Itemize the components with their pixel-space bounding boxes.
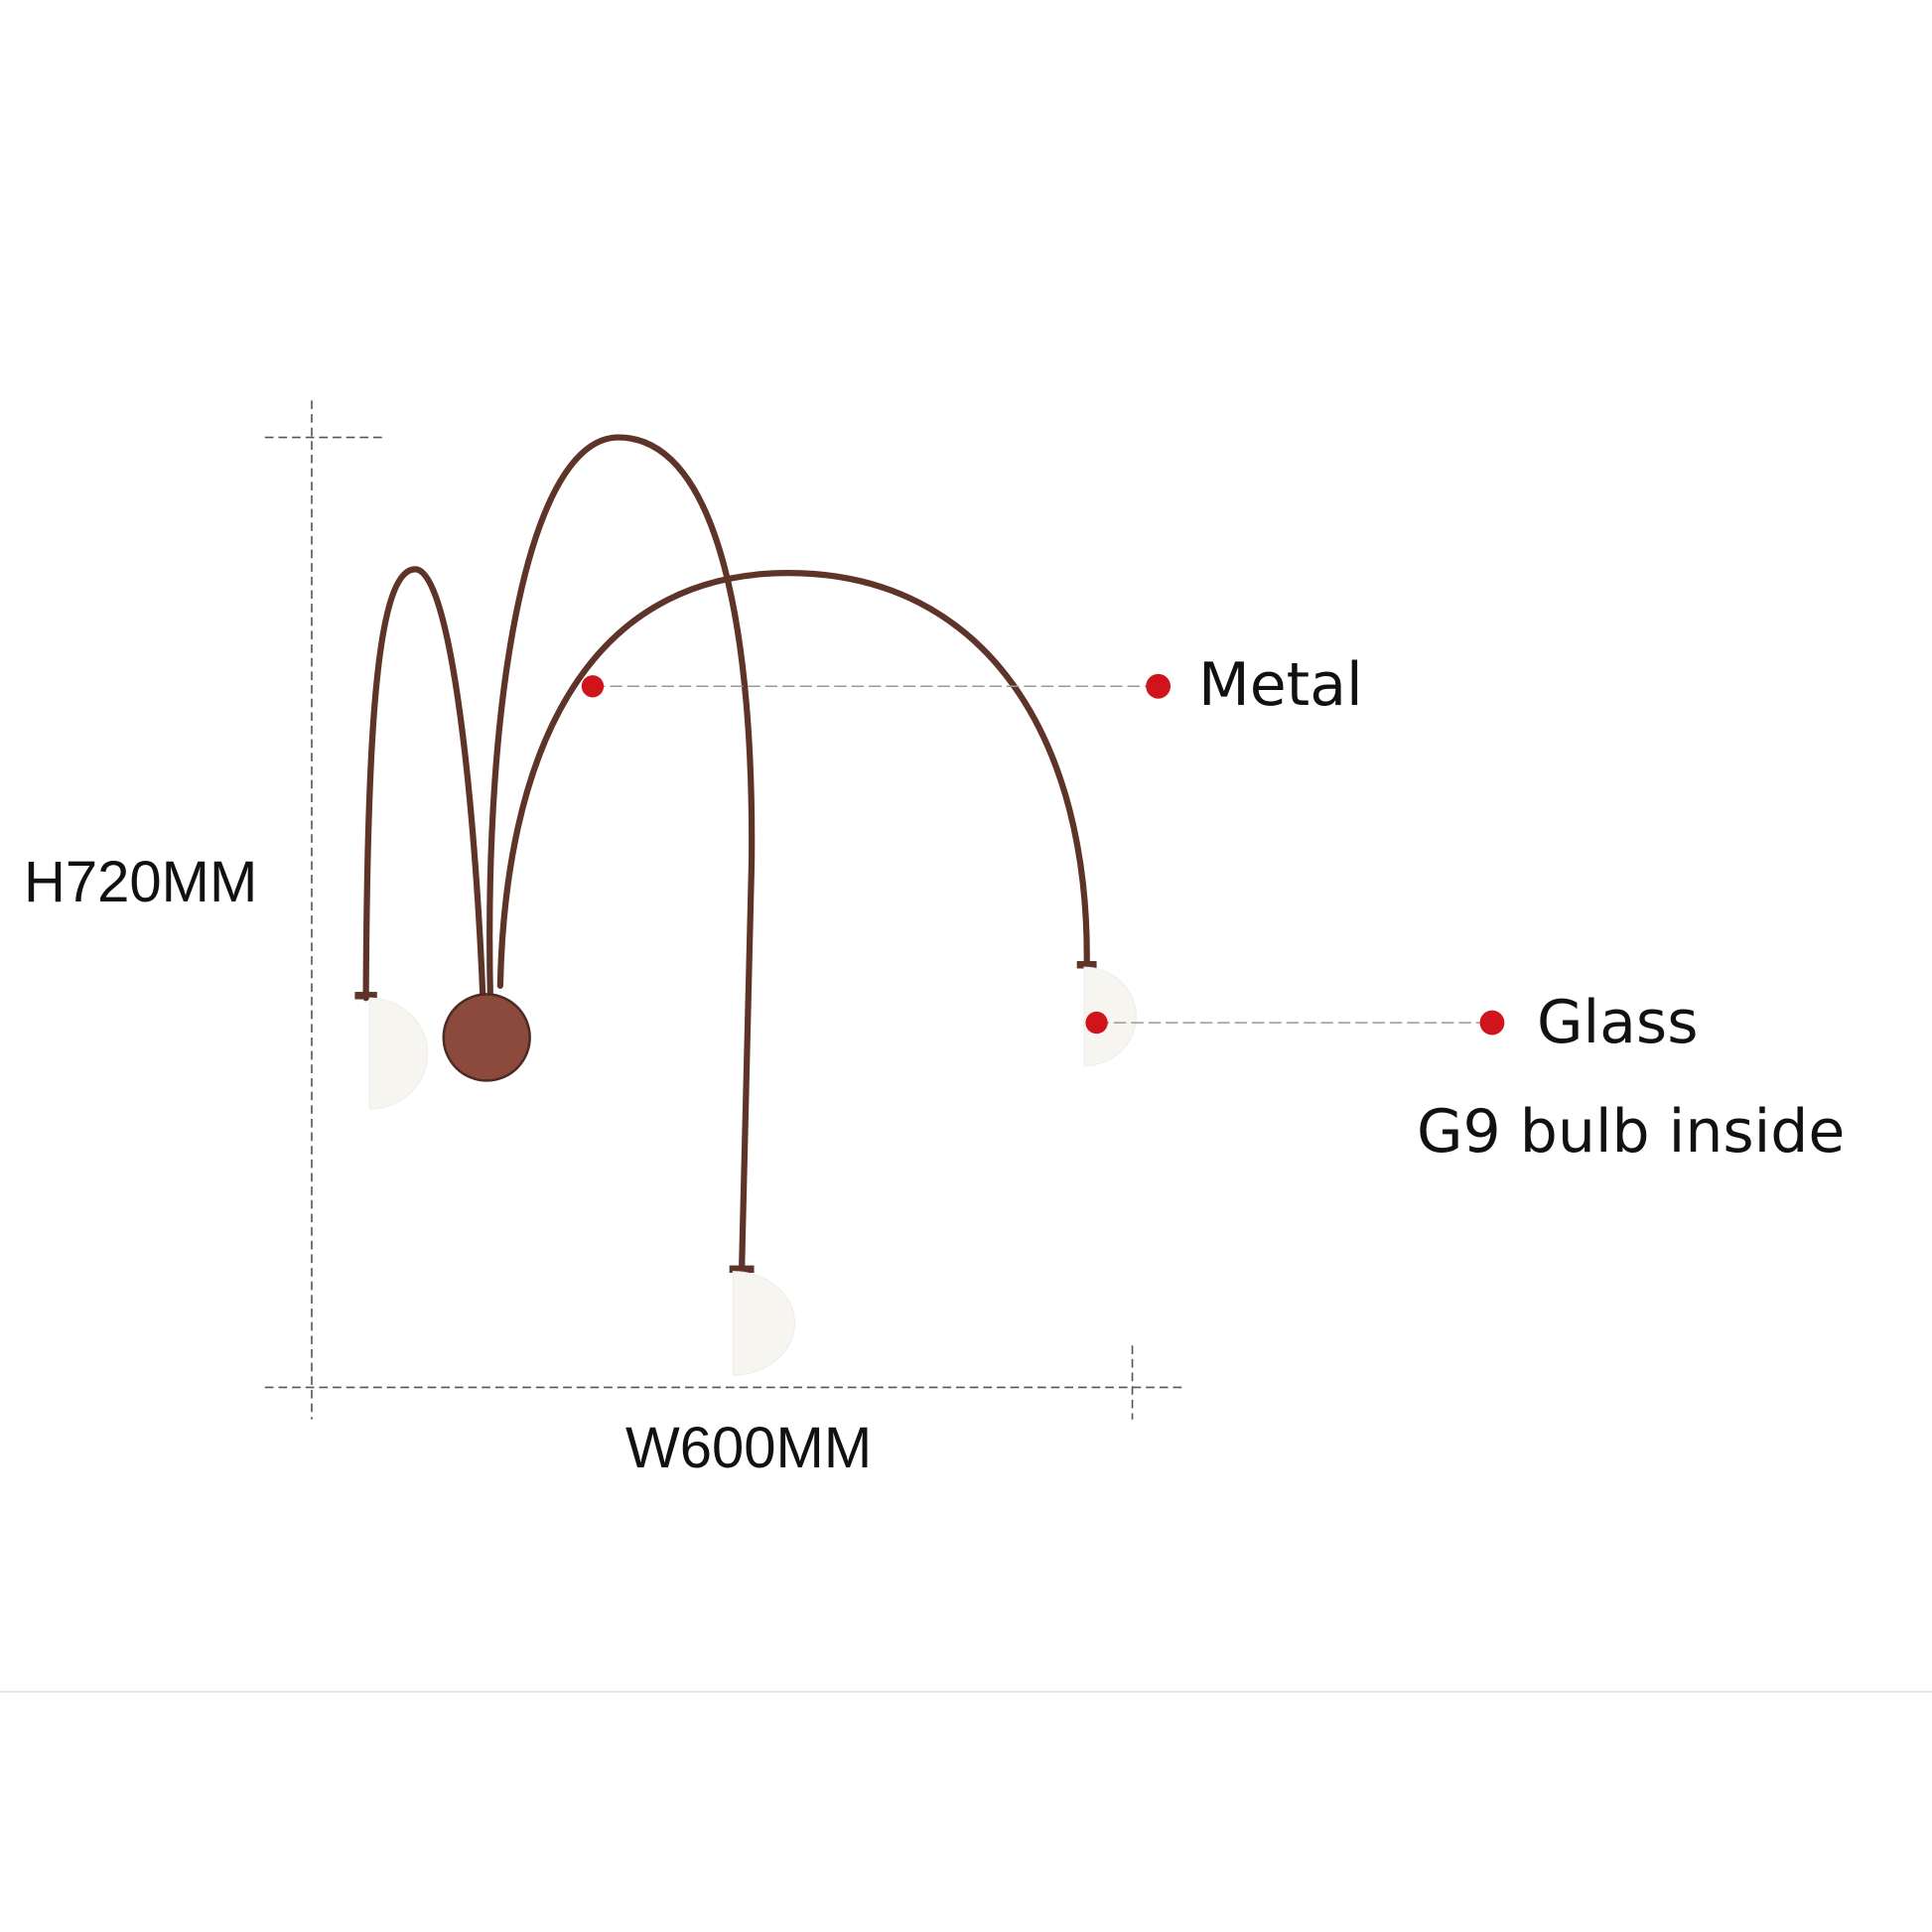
glass-dot-end: [1479, 1010, 1505, 1035]
left-glass-globe: [368, 997, 429, 1110]
right-glass-globe: [1083, 966, 1137, 1067]
metal-dot-start: [581, 675, 605, 698]
wide-arm: [496, 569, 1090, 989]
width-label: W600MM: [625, 1416, 873, 1480]
divider: [0, 1691, 1932, 1693]
dimension-lines: [264, 400, 1183, 1420]
metal-dot-end: [1146, 673, 1172, 699]
height-label: H720MM: [24, 850, 258, 914]
glass-callout-label: Glass: [1537, 988, 1699, 1057]
globes: [354, 961, 1137, 1376]
callout-dots: [581, 673, 1505, 1035]
wooden-ball: [442, 993, 531, 1082]
bottom-glass-globe: [732, 1271, 796, 1376]
metal-callout-label: Metal: [1198, 650, 1363, 720]
callout-lines: [592, 685, 1492, 1024]
lamp-arms: [362, 434, 1090, 1273]
glass-dot-start: [1085, 1011, 1108, 1035]
bulb-note: G9 bulb inside: [1417, 1097, 1846, 1167]
left-arm: [362, 566, 486, 1004]
tall-arm: [486, 434, 756, 1273]
